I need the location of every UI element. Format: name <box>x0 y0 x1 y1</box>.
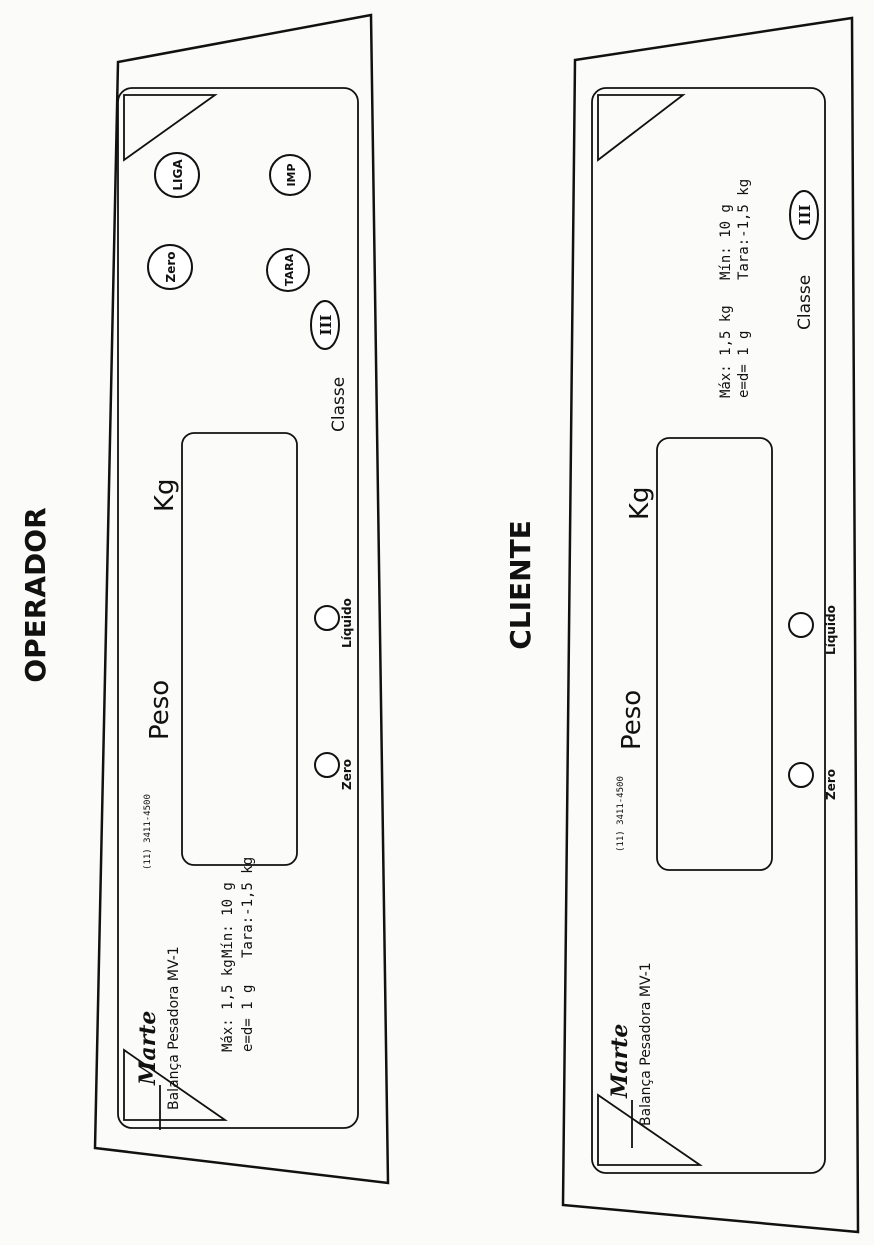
cliente-class-badge <box>789 190 819 240</box>
operador-zero-indicator <box>314 752 340 778</box>
cliente-panel: Marte Balança Pesadora MV-1 (11) 3411-45… <box>561 16 860 1234</box>
cliente-section: CLIENTE Marte Balança Pesadora MV-1 (11)… <box>504 16 860 1234</box>
operador-zero-label: Zero <box>164 251 178 282</box>
operador-class-badge <box>310 300 340 350</box>
cliente-corner-top <box>597 94 686 162</box>
cliente-phone: (11) 3411-4500 <box>616 776 626 852</box>
cliente-class-label: Classe <box>795 275 815 330</box>
cliente-corner-bottom <box>597 1093 703 1166</box>
operador-spec-max: Máx: 1,5 kg <box>220 959 236 1052</box>
operador-outer-frame <box>93 13 390 1185</box>
operador-display-window <box>181 432 298 866</box>
cliente-zero-indicator <box>788 762 814 788</box>
cliente-peso-label: Peso <box>617 690 647 750</box>
cliente-spec-min: Mín: 10 g <box>718 204 734 280</box>
operador-liquido-indicator-label: Líquido <box>340 598 354 648</box>
operador-imp-button[interactable]: IMP <box>269 154 311 196</box>
operador-class-label: Classe <box>329 377 349 432</box>
operador-section: OPERADOR Marte Balança Pesadora MV-1 (11… <box>19 13 390 1185</box>
operador-unit-label: Kg <box>150 478 180 512</box>
operador-liga-button[interactable]: LIGA <box>154 152 200 198</box>
cliente-spec-max: Máx: 1,5 kg <box>718 305 734 398</box>
operador-panel: Marte Balança Pesadora MV-1 (11) 3411-45… <box>93 13 390 1185</box>
operador-corner-top <box>123 94 218 162</box>
operador-spec-tara: Tara:-1,5 kg <box>240 857 256 958</box>
cliente-brand: Marte <box>607 1024 633 1099</box>
cliente-unit-label: Kg <box>625 486 655 520</box>
cliente-zero-indicator-label: Zero <box>824 769 838 800</box>
operador-liga-label: LIGA <box>171 159 185 191</box>
cliente-inner-frame <box>591 87 826 1174</box>
operador-phone: (11) 3411-4500 <box>143 794 153 870</box>
cliente-class-value: III <box>796 204 814 225</box>
operador-title: OPERADOR <box>19 507 52 682</box>
operador-corner-bottom <box>123 1048 228 1121</box>
operador-imp-label: IMP <box>285 163 298 186</box>
cliente-spec-e: e=d= 1 g <box>736 331 752 398</box>
cliente-liquido-indicator <box>788 612 814 638</box>
operador-brand: Marte <box>135 1011 161 1086</box>
cliente-display-window <box>656 437 773 871</box>
cliente-spec-tara: Tara:-1,5 kg <box>736 179 752 280</box>
operador-spec-e: e=d= 1 g <box>240 985 256 1052</box>
operador-liquido-indicator <box>314 605 340 631</box>
operador-tara-button[interactable]: TARA <box>266 248 310 292</box>
operador-peso-label: Peso <box>145 680 175 740</box>
operador-zero-indicator-label: Zero <box>340 759 354 790</box>
operador-class-value: III <box>317 314 335 335</box>
cliente-outer-frame <box>561 16 860 1234</box>
cliente-title: CLIENTE <box>504 520 537 650</box>
operador-spec-min: Mín: 10 g <box>220 882 236 958</box>
cliente-model: Balança Pesadora MV-1 <box>638 962 654 1126</box>
operador-tara-label: TARA <box>283 253 296 286</box>
operador-zero-button[interactable]: Zero <box>147 244 193 290</box>
operador-model: Balança Pesadora MV-1 <box>166 946 182 1110</box>
operador-inner-frame <box>117 87 359 1129</box>
cliente-liquido-indicator-label: Líquido <box>824 605 838 655</box>
